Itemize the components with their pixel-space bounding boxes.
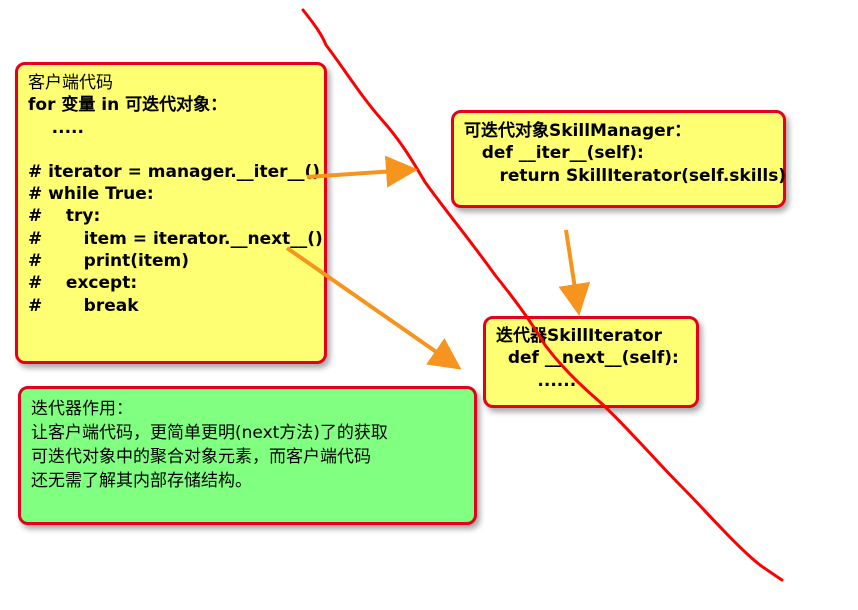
- purpose-title: 迭代器作用：: [31, 399, 133, 419]
- iterator-box: 迭代器SkillIterator def __next__(self): ...…: [483, 316, 699, 408]
- iterable-code-line: return SkillIterator(self.skills): [464, 165, 787, 186]
- client-code-line: # except:: [28, 273, 138, 294]
- client-code-line: # iterator = manager.__iter__(): [28, 161, 321, 182]
- client-code-line: # try:: [28, 206, 101, 227]
- iterable-object-box: 可迭代对象SkillManager： def __iter__(self): r…: [451, 110, 786, 208]
- client-code-line: # print(item): [28, 251, 190, 272]
- client-code-title: 客户端代码: [28, 73, 113, 93]
- iterable-title: 可迭代对象SkillManager：: [464, 121, 692, 141]
- client-code-line: for 变量 in 可迭代对象：: [28, 95, 228, 116]
- client-code-box: 客户端代码 for 变量 in 可迭代对象： ..... # iterator …: [15, 62, 327, 364]
- purpose-text-line: 可迭代对象中的聚合对象元素，而客户端代码: [31, 447, 371, 467]
- arrow-iterable-to-iterator: [558, 229, 591, 316]
- client-code-line: .....: [28, 117, 84, 138]
- iterator-code-line: ......: [496, 370, 577, 391]
- iterator-code-line: def __next__(self):: [496, 348, 679, 369]
- iterator-purpose-box: 迭代器作用： 让客户端代码，更简单更明(next方法)了的获取 可迭代对象中的聚…: [18, 386, 477, 525]
- client-code-line: # item = iterator.__next__(): [28, 228, 323, 249]
- purpose-text-line: 让客户端代码，更简单更明(next方法)了的获取: [31, 423, 388, 443]
- iterable-code-line: def __iter__(self):: [464, 143, 644, 164]
- client-code-line: [28, 139, 314, 161]
- client-code-line: # break: [28, 295, 139, 316]
- client-code-line: # while True:: [28, 184, 154, 205]
- purpose-text-line: 还无需了解其内部存储结构。: [31, 471, 252, 491]
- iterator-title: 迭代器SkillIterator: [496, 326, 663, 346]
